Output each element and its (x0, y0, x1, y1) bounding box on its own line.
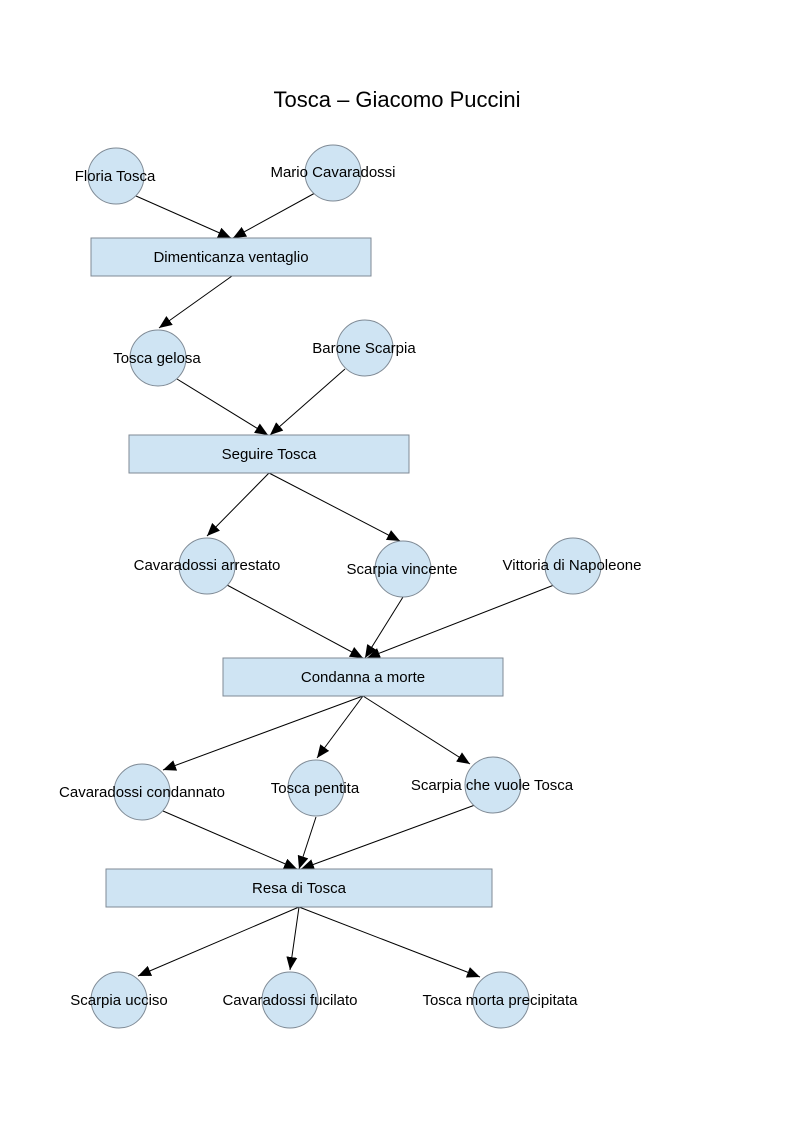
box-label: Condanna a morte (301, 669, 425, 686)
edge-vuole-tosca-to-resa (300, 804, 476, 870)
node-label: Cavaradossi arrestato (134, 557, 281, 574)
edge-mario-to-dimenticanza (232, 192, 316, 239)
edge-condanna-to-pentita (316, 695, 364, 759)
node-label: Floria Tosca (75, 168, 156, 185)
node-label: Scarpia ucciso (70, 992, 168, 1009)
node-label: Tosca pentita (271, 780, 360, 797)
node-scarpia-ucciso: Scarpia ucciso (70, 971, 168, 1029)
edge-napoleone-to-condanna (366, 584, 555, 659)
node-cavaradossi-fucilato: Cavaradossi fucilato (222, 971, 358, 1029)
node-cavaradossi-condannato: Cavaradossi condannato (59, 763, 225, 821)
node-cavaradossi-arrestato: Cavaradossi arrestato (134, 537, 281, 595)
character-nodes: Floria Tosca Mario Cavaradossi Tosca gel… (59, 144, 642, 1029)
node-scarpia-che-vuole-tosca: Scarpia che vuole Tosca (411, 756, 574, 814)
box-label: Resa di Tosca (252, 880, 347, 897)
edge-floria-to-dimenticanza (135, 195, 232, 239)
box-seguire-tosca: Seguire Tosca (128, 434, 410, 474)
box-condanna-a-morte: Condanna a morte (222, 657, 504, 697)
edge-scarpia-to-seguire (269, 368, 346, 436)
edge-resa-to-fucilato (286, 906, 300, 971)
edge-tosca-gelosa-to-seguire (176, 378, 269, 436)
edge-vincente-to-condanna (364, 596, 404, 659)
node-tosca-morta-precipitata: Tosca morta precipitata (422, 971, 578, 1029)
node-floria-tosca: Floria Tosca (75, 147, 156, 205)
node-mario-cavaradossi: Mario Cavaradossi (270, 144, 396, 202)
edge-condannato-to-resa (162, 810, 298, 870)
box-label: Seguire Tosca (222, 446, 317, 463)
node-barone-scarpia: Barone Scarpia (312, 319, 416, 377)
node-label: Cavaradossi condannato (59, 784, 225, 801)
node-scarpia-vincente: Scarpia vincente (347, 540, 458, 598)
diagram-title: Tosca – Giacomo Puccini (274, 87, 521, 112)
node-label: Cavaradossi fucilato (222, 992, 357, 1009)
edge-condanna-to-condannato (162, 695, 364, 771)
edge-condanna-to-vuole-tosca (362, 695, 471, 765)
edge-resa-to-ucciso (137, 906, 300, 977)
edge-pentita-to-resa (297, 816, 317, 870)
node-label: Scarpia che vuole Tosca (411, 777, 574, 794)
edges (135, 192, 555, 978)
edge-seguire-to-vincente (268, 472, 401, 542)
node-label: Vittoria di Napoleone (503, 557, 642, 574)
node-tosca-gelosa: Tosca gelosa (113, 329, 201, 387)
event-boxes: Dimenticanza ventaglio Seguire Tosca Con… (90, 237, 504, 908)
node-label: Scarpia vincente (347, 561, 458, 578)
box-label: Dimenticanza ventaglio (153, 249, 308, 266)
edge-arrestato-to-condanna (226, 584, 364, 659)
box-resa-di-tosca: Resa di Tosca (105, 868, 493, 908)
box-dimenticanza-ventaglio: Dimenticanza ventaglio (90, 237, 372, 277)
edge-dimenticanza-to-tosca-gelosa (158, 275, 233, 329)
node-tosca-pentita: Tosca pentita (271, 759, 360, 817)
edge-seguire-to-arrestato (206, 472, 270, 537)
node-label: Barone Scarpia (312, 340, 416, 357)
node-vittoria-napoleone: Vittoria di Napoleone (503, 537, 642, 595)
node-label: Tosca morta precipitata (422, 992, 578, 1009)
node-label: Mario Cavaradossi (270, 164, 395, 181)
edge-resa-to-morta (298, 906, 481, 978)
node-label: Tosca gelosa (113, 350, 201, 367)
